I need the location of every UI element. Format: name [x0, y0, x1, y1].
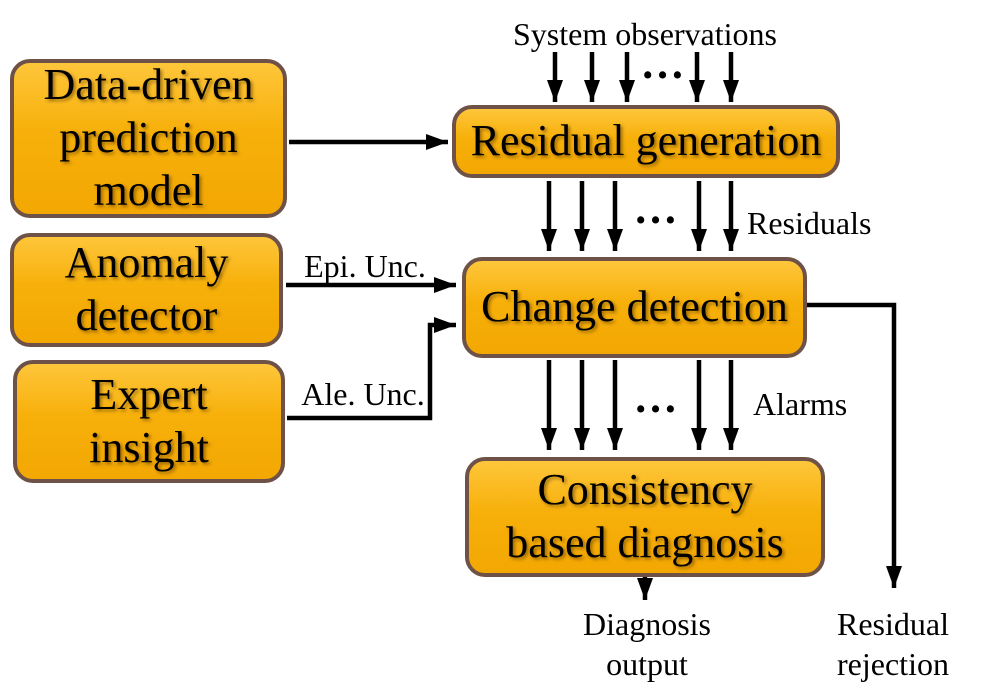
- label-system-observations: System observations: [513, 16, 777, 52]
- arrows-alarms: [541, 360, 739, 450]
- node-consistency-based-diagnosis: Consistency based diagnosis: [465, 457, 825, 577]
- arrow-aleatoric-uncertainty: [287, 317, 456, 421]
- node-residual-generation: Residual generation: [452, 105, 840, 178]
- label-epistemic-uncertainty: Epi. Unc.: [304, 248, 426, 284]
- node-anomaly-detector: Anomaly detector: [10, 233, 283, 347]
- node-change-detection: Change detection: [462, 257, 807, 358]
- ellipsis-top: …: [640, 39, 688, 88]
- node-data-driven-prediction-model: Data-driven prediction model: [10, 59, 287, 218]
- label-residual-rejection: Residual rejection: [837, 606, 949, 682]
- node-expert-insight: Expert insight: [13, 360, 285, 483]
- arrows-system-observations: [547, 52, 739, 102]
- label-aleatoric-uncertainty: Ale. Unc.: [301, 376, 425, 412]
- ellipsis-low: …: [633, 373, 681, 422]
- label-alarms: Alarms: [753, 386, 848, 422]
- arrow-residual-rejection: [807, 302, 902, 588]
- label-diagnosis-output: Diagnosis output: [583, 606, 711, 682]
- label-residuals: Residuals: [747, 205, 872, 241]
- arrows-residuals: [541, 181, 739, 251]
- ellipsis-mid: …: [633, 184, 681, 233]
